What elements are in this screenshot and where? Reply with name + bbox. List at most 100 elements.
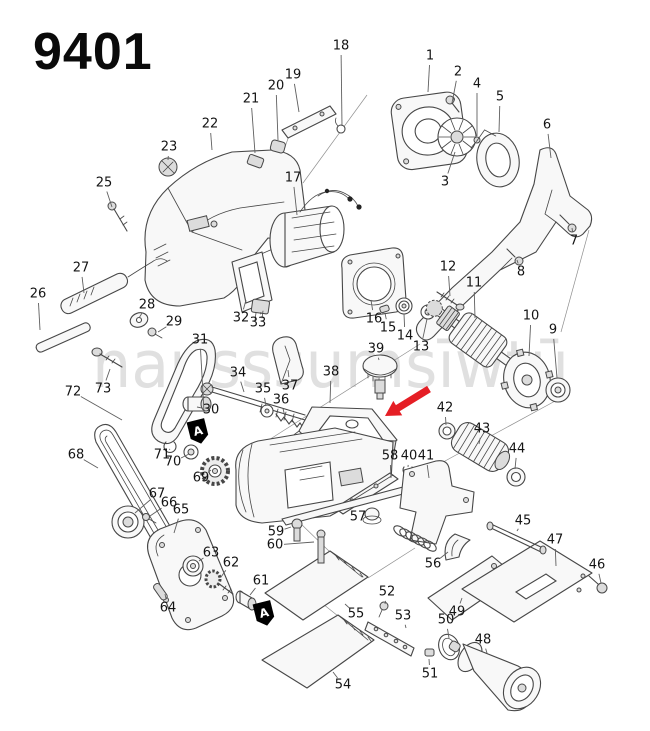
part-number-callout: 62: [223, 556, 240, 571]
motor-housing-drawing: [107, 105, 346, 307]
part-number-callout: 44: [509, 442, 526, 457]
part-number-callout: 32: [233, 311, 250, 326]
bearing-box-drawing: [147, 519, 257, 631]
leader-line: [404, 624, 407, 629]
part-number-callout: 48: [475, 633, 492, 648]
part-number-callout: 46: [589, 558, 606, 573]
leader-line: [332, 671, 338, 679]
part-number-callout: 22: [202, 117, 219, 132]
part-number-callout: 5: [496, 90, 504, 105]
leader-line: [80, 396, 123, 421]
leader-line: [38, 302, 41, 331]
part-number-callout: 45: [515, 514, 532, 529]
front-roller-drawing: [448, 640, 542, 712]
part-number-callout: 2: [454, 65, 462, 80]
part-number-callout: 8: [517, 265, 525, 280]
cord-drawing: [35, 258, 168, 353]
part-number-callout: 36: [273, 393, 290, 408]
leader-line: [447, 151, 456, 174]
part-number-callout: 42: [437, 401, 454, 416]
part-number-callout: 49: [449, 605, 466, 620]
part-number-callout: 60: [267, 538, 284, 553]
part-number-callout: 28: [139, 298, 156, 313]
part-number-callout: 52: [379, 585, 396, 600]
leader-line: [340, 54, 343, 127]
part-number-callout: 34: [230, 366, 247, 381]
part-number-callout: 13: [413, 340, 430, 355]
part-number-callout: 71: [154, 448, 171, 463]
leader-line: [106, 191, 113, 208]
knob-drawing: [362, 354, 398, 400]
leader-line: [105, 368, 111, 381]
location-marker-A: A: [252, 600, 275, 626]
leader-line: [251, 107, 256, 154]
leader-line: [264, 397, 267, 407]
part-number-callout: 12: [440, 260, 457, 275]
part-number-callout: 31: [192, 333, 209, 348]
leader-line: [377, 357, 380, 361]
leader-line: [447, 628, 450, 639]
leader-line: [83, 459, 99, 469]
part-number-callout: 35: [255, 382, 272, 397]
leader-line: [240, 381, 245, 393]
leader-line: [198, 557, 204, 562]
leader-line: [389, 464, 392, 479]
leader-line: [138, 312, 143, 319]
leader-line: [473, 291, 476, 319]
leader-line: [329, 380, 332, 404]
leader-line: [164, 593, 167, 600]
part-number-callout: 64: [160, 601, 177, 616]
part-number-callout: 54: [335, 678, 352, 693]
leader-line: [384, 600, 386, 605]
part-number-callout: 69: [193, 471, 210, 486]
lever-linkage-drawing: [393, 460, 608, 623]
part-number-callout: 3: [441, 175, 449, 190]
part-number-callout: 47: [547, 533, 564, 548]
part-number-callout: 50: [438, 613, 455, 628]
part-number-callout: 26: [30, 287, 47, 302]
part-number-callout: 51: [422, 667, 439, 682]
part-number-callout: 10: [523, 309, 540, 324]
leader-line: [498, 105, 501, 133]
leader-line: [448, 275, 451, 297]
part-number-callout: 41: [418, 449, 435, 464]
leader-line: [149, 507, 162, 517]
leader-line: [249, 587, 256, 596]
part-number-callout: 68: [68, 448, 85, 463]
part-number-callout: 53: [395, 609, 412, 624]
baffle-plate-drawing: [476, 129, 520, 188]
leader-line: [384, 312, 387, 320]
part-number-callout: 6: [543, 118, 551, 133]
part-number-callout: 16: [366, 312, 383, 327]
tension-arm-drawing: [91, 336, 398, 445]
leader-line: [485, 648, 488, 654]
leader-line: [284, 526, 292, 530]
handle-arm-drawing: [415, 147, 593, 341]
leader-line: [259, 311, 262, 315]
leader-line: [275, 94, 279, 141]
part-number-callout: 9: [549, 323, 557, 338]
part-number-callout: 43: [474, 422, 491, 437]
fan-drawing: [437, 117, 477, 157]
leader-line: [287, 369, 290, 378]
leader-line: [134, 499, 151, 514]
gear-cluster-drawing: [111, 396, 230, 539]
location-marker-A: A: [186, 418, 209, 444]
part-number-callout: 23: [161, 140, 178, 155]
part-number-callout: 61: [253, 574, 270, 589]
part-number-callout: 57: [350, 510, 367, 525]
leader-line: [426, 464, 430, 479]
leader-line: [210, 132, 213, 151]
leader-line: [478, 437, 481, 445]
leader-line: [344, 603, 350, 609]
part-number-callout: 18: [333, 39, 350, 54]
part-number-callout: 65: [173, 503, 190, 518]
leader-line: [242, 299, 247, 310]
part-number-callout: 4: [473, 77, 481, 92]
base-plate-drawing: [261, 472, 423, 689]
leader-line: [173, 518, 179, 534]
leader-line: [439, 551, 449, 559]
leader-line: [516, 259, 519, 264]
